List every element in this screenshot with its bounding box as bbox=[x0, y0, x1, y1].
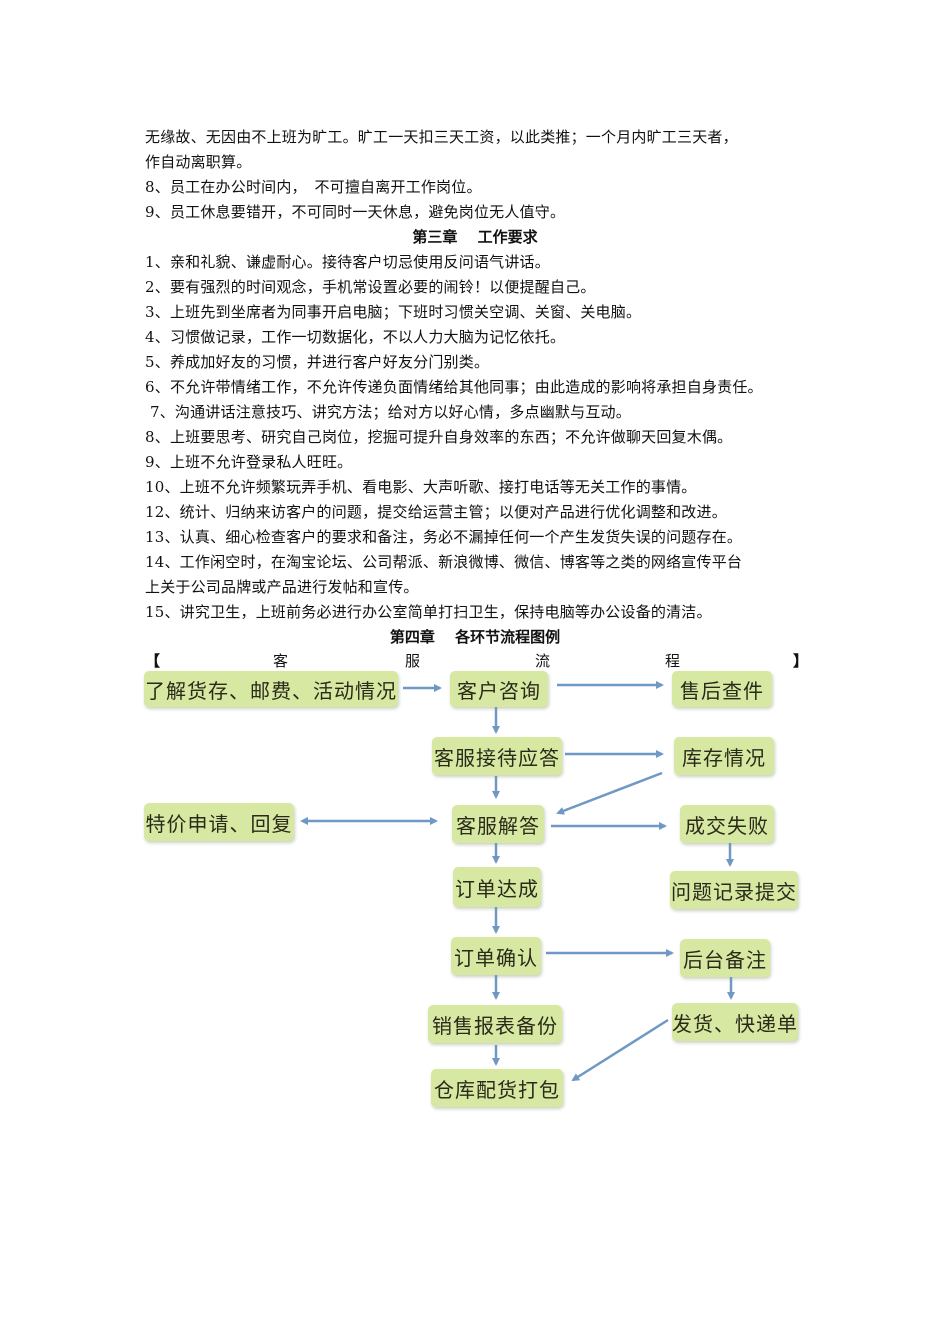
requirement-item: 5、养成加好友的习惯，并进行客户好友分门别类。 bbox=[145, 353, 490, 371]
node-customer-inquiry: 客户咨询 bbox=[450, 671, 548, 707]
requirement-item: 1、亲和礼貌、谦虚耐心。接待客户切忌使用反问语气讲话。 bbox=[145, 253, 550, 271]
node-deal-failed: 成交失败 bbox=[680, 805, 774, 843]
paragraph-line: 无缘故、无因由不上班为旷工。旷工一天扣三天工资，以此类推；一个月内旷工三天者， bbox=[145, 128, 738, 146]
node-cs-answer: 客服解答 bbox=[452, 805, 544, 843]
requirement-item: 3、上班先到坐席者为同事开启电脑；下班时习惯关空调、关窗、关电脑。 bbox=[145, 303, 642, 321]
requirement-item: 10、上班不允许频繁玩弄手机、看电影、大声听歌、接打电话等无关工作的事情。 bbox=[145, 478, 697, 496]
rule-item: 8、员工在办公时间内， 不可擅自离开工作岗位。 bbox=[145, 178, 482, 196]
node-warehouse-pack: 仓库配货打包 bbox=[431, 1069, 563, 1107]
node-cs-reception: 客服接待应答 bbox=[432, 737, 562, 775]
node-order-confirm: 订单确认 bbox=[451, 937, 541, 975]
node-inventory-postage-promo: 了解货存、邮费、活动情况 bbox=[144, 671, 398, 707]
paragraph-line: 作自动离职算。 bbox=[145, 153, 252, 171]
requirement-item: 8、上班要思考、研究自己岗位，挖掘可提升自身效率的东西；不允许做聊天回复木偶。 bbox=[145, 428, 733, 446]
chapter4-title: 第四章 各环节流程图例 bbox=[389, 628, 561, 646]
flowchart-caption: 【 客 服 流 程 】 bbox=[145, 651, 809, 671]
node-order-reached: 订单达成 bbox=[453, 867, 541, 907]
caption-bracket-open: 【 bbox=[145, 652, 161, 670]
node-stock-status: 库存情况 bbox=[674, 737, 774, 775]
requirement-item: 9、上班不允许登录私人旺旺。 bbox=[145, 453, 353, 471]
node-special-price: 特价申请、回复 bbox=[144, 803, 294, 841]
requirement-item: 4、习惯做记录，工作一切数据化，不以人力大脑为记忆依托。 bbox=[145, 328, 566, 346]
requirement-item: 7、沟通讲话注意技巧、讲究方法；给对方以好心情，多点幽默与互动。 bbox=[145, 403, 631, 421]
arrow-diagonal-icon bbox=[556, 771, 663, 815]
requirement-item: 15、讲究卫生，上班前务必进行办公室简单打扫卫生，保持电脑等办公设备的清洁。 bbox=[145, 603, 712, 621]
requirement-item: 14、工作闲空时，在淘宝论坛、公司帮派、新浪微博、微信、博客等之类的网络宣传平台 bbox=[145, 553, 743, 571]
caption-char: 服 bbox=[405, 652, 421, 670]
caption-char: 流 bbox=[535, 652, 551, 670]
caption-bracket-close: 】 bbox=[793, 652, 809, 670]
requirement-item: 13、认真、细心检查客户的要求和备注，务必不漏掉任何一个产生发货失误的问题存在。 bbox=[145, 528, 743, 546]
rule-item: 9、员工休息要错开，不可同时一天休息，避免岗位无人值守。 bbox=[145, 203, 566, 221]
requirement-item: 2、要有强烈的时间观念，手机常设置必要的闹铃！以便提醒自己。 bbox=[145, 278, 596, 296]
caption-char: 程 bbox=[665, 652, 681, 670]
node-issue-record: 问题记录提交 bbox=[670, 871, 798, 909]
chapter3-title: 第三章 工作要求 bbox=[412, 228, 538, 246]
arrow-diagonal-icon bbox=[571, 1018, 669, 1082]
node-backend-note: 后台备注 bbox=[680, 939, 770, 977]
requirement-item: 6、不允许带情绪工作，不允许传递负面情绪给其他同事；由此造成的影响将承担自身责任… bbox=[145, 378, 763, 396]
node-after-sales-query: 售后查件 bbox=[672, 671, 772, 707]
caption-char: 客 bbox=[273, 652, 289, 670]
node-shipping-waybill: 发货、快递单 bbox=[672, 1003, 798, 1041]
requirement-item: 12、统计、归纳来访客户的问题，提交给运营主管；以便对产品进行优化调整和改进。 bbox=[145, 503, 727, 521]
requirement-item: 上关于公司品牌或产品进行发帖和宣传。 bbox=[145, 578, 419, 596]
node-sales-backup: 销售报表备份 bbox=[428, 1005, 562, 1043]
